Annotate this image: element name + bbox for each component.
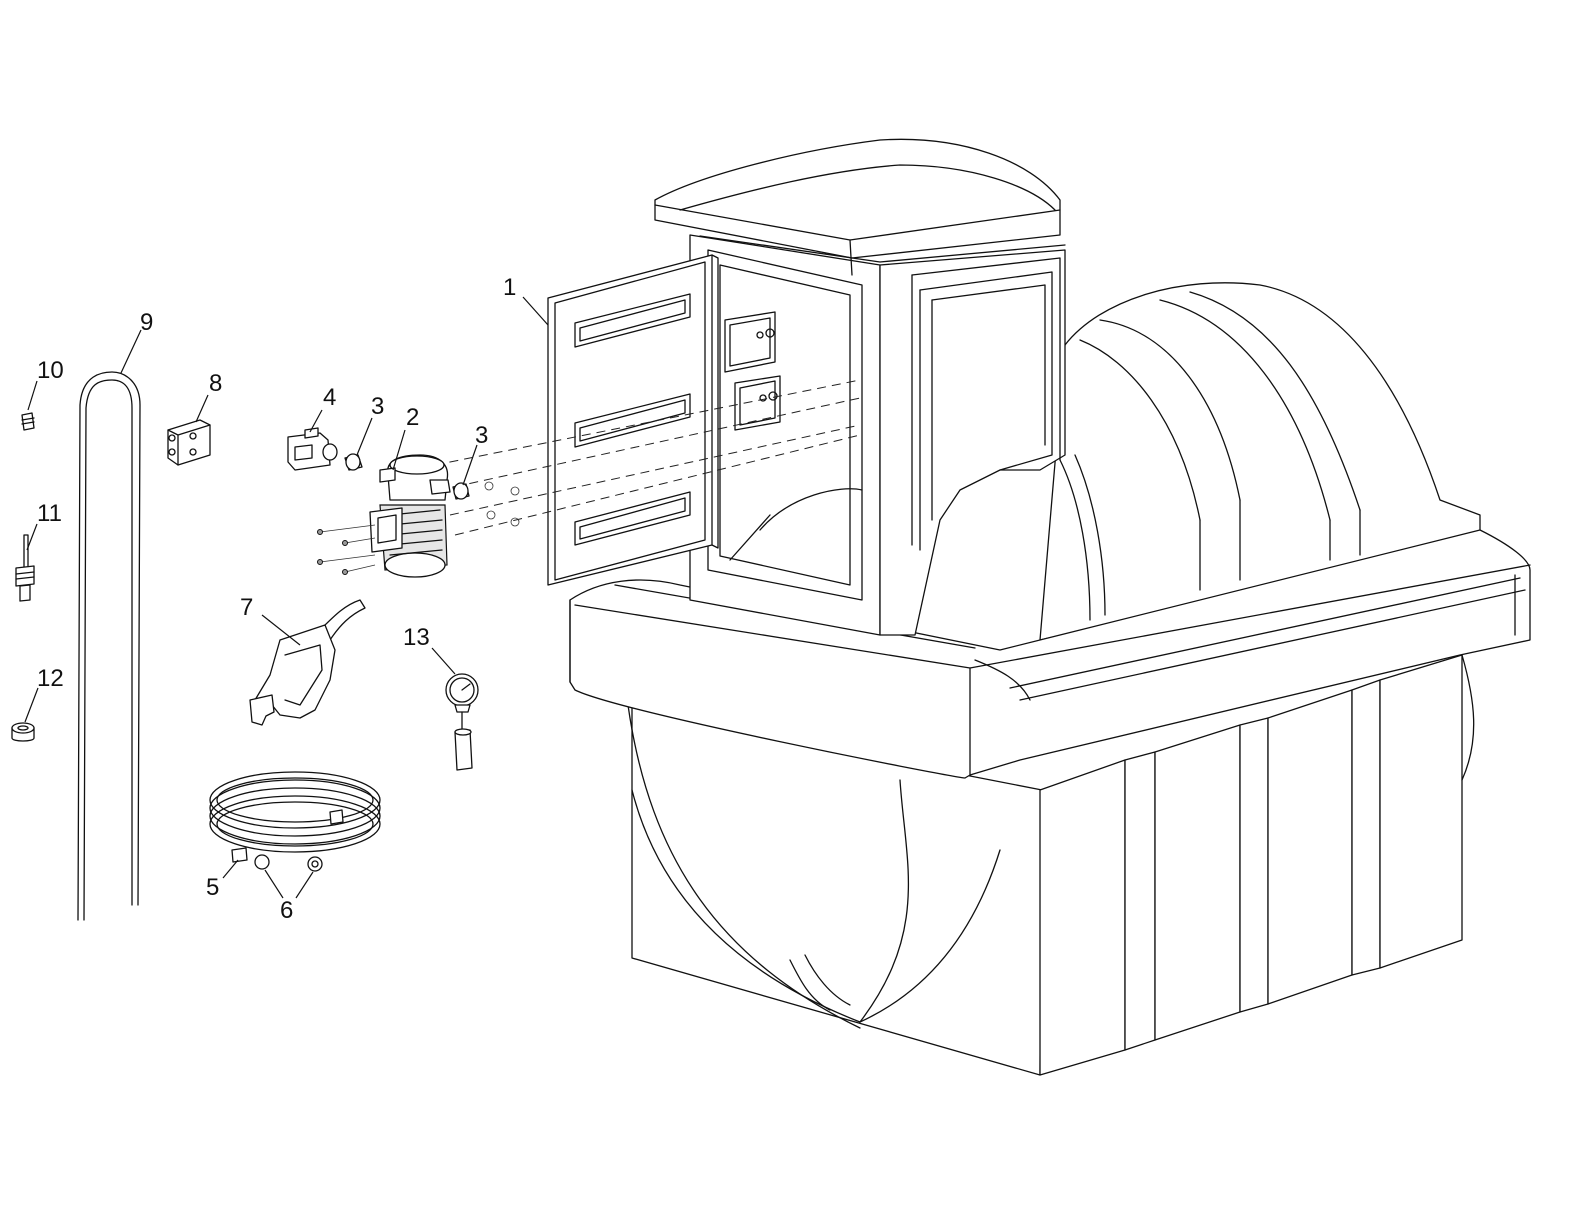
hose-coil: [209, 771, 381, 863]
suction-pipe: [77, 371, 141, 921]
small-fitting: [21, 412, 35, 431]
hose-fitting: [254, 854, 270, 870]
nut: [11, 722, 35, 742]
flow-meter: [287, 427, 338, 471]
callout-9: 9: [140, 309, 153, 336]
fitting-right: [452, 482, 470, 500]
fuel-nozzle: [249, 599, 366, 726]
callout-4: 4: [323, 384, 336, 411]
fuel-tank: [547, 138, 1531, 1076]
mounting-lines: [419, 379, 861, 536]
fitting-left: [344, 453, 363, 471]
callout-5: 5: [206, 874, 219, 901]
callout-13: 13: [403, 624, 430, 651]
callout-7: 7: [240, 594, 253, 621]
callout-6: 6: [280, 897, 293, 924]
callout-2: 2: [406, 404, 419, 431]
pump-assembly: [317, 454, 451, 578]
callout-12: 12: [37, 665, 64, 692]
callout-10: 10: [37, 357, 64, 384]
callout-1: 1: [503, 274, 516, 301]
callout-8: 8: [209, 370, 222, 397]
callout-3b: 3: [475, 422, 488, 449]
callout-labels: 1 2 3 3 4 5 6 7 8 9 10 11 12 13: [37, 274, 516, 924]
foot-valve: [15, 534, 35, 602]
callout-3a: 3: [371, 393, 384, 420]
hose-clamps: [307, 856, 323, 872]
callout-leaders: [24, 296, 549, 899]
junction-box: [167, 419, 211, 466]
level-gauge: [445, 673, 479, 771]
callout-11: 11: [37, 500, 62, 527]
